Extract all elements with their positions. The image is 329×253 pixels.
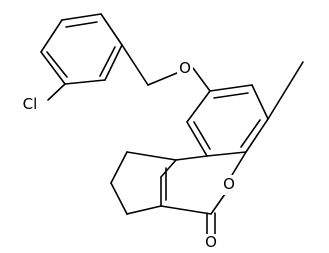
bond-ch2-o xyxy=(147,72,178,86)
bond xyxy=(110,182,128,215)
bond xyxy=(40,51,66,85)
bond xyxy=(251,84,269,120)
bond xyxy=(61,13,102,21)
central-benzene-ring xyxy=(186,84,269,157)
bond-c-cl xyxy=(47,83,66,101)
bond xyxy=(206,151,247,157)
ether-oxygen-label: O xyxy=(179,59,191,77)
bond xyxy=(64,79,106,85)
double-bond-inner xyxy=(46,51,68,78)
double-bond-inner xyxy=(193,121,211,150)
bond xyxy=(40,19,63,53)
bond xyxy=(186,121,208,157)
bond xyxy=(209,84,253,92)
carbonyl-oxygen-label: O xyxy=(205,233,217,251)
lactone-ring xyxy=(160,151,247,215)
bond xyxy=(160,159,177,178)
ring-oxygen-label: O xyxy=(223,175,235,193)
label-background xyxy=(221,175,237,195)
double-bond-inner xyxy=(99,46,116,77)
chlorophenyl-ring xyxy=(40,13,123,85)
label-background xyxy=(14,94,44,112)
bond xyxy=(210,193,226,215)
bond xyxy=(100,13,123,46)
bond-o-aromatic xyxy=(192,67,211,92)
bond xyxy=(126,205,162,215)
bond xyxy=(160,205,212,215)
double-bond-inner xyxy=(213,92,249,99)
chlorine-label: Cl xyxy=(23,95,38,113)
double-bond-inner xyxy=(65,21,98,28)
cyclohexene-ring xyxy=(110,151,177,215)
bond xyxy=(231,151,247,176)
double-bond-inner xyxy=(240,119,261,148)
label-background xyxy=(203,234,219,252)
bond xyxy=(126,151,177,161)
bond xyxy=(110,151,128,184)
bond xyxy=(104,44,123,81)
label-background xyxy=(177,58,193,78)
bond xyxy=(245,118,269,153)
bond xyxy=(175,155,208,161)
bond-ring-ch2 xyxy=(121,44,149,86)
bond-methyl xyxy=(267,61,304,120)
bond xyxy=(186,90,211,123)
